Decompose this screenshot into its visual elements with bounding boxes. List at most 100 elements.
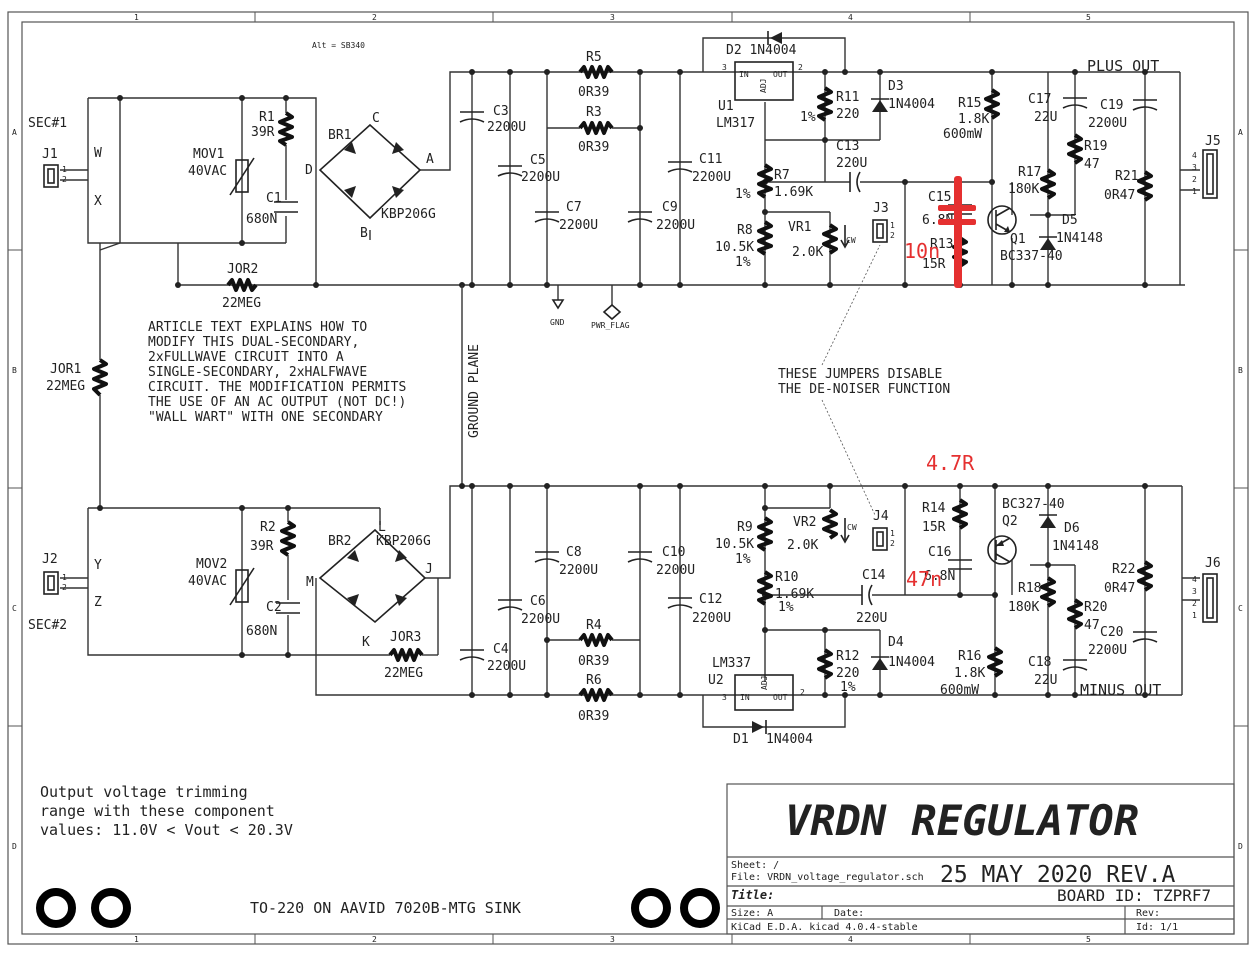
u1-in-pin: IN: [739, 70, 749, 79]
r14-resistor[interactable]: [952, 498, 968, 530]
col-label-2: 2: [372, 13, 377, 22]
r17-resistor[interactable]: [1040, 168, 1056, 200]
svg-text:SINGLE-SECONDARY, 2xHALFWAVE: SINGLE-SECONDARY, 2xHALFWAVE: [148, 365, 367, 380]
row-label-c: C: [12, 604, 17, 613]
jor3-resistor[interactable]: [388, 648, 424, 662]
r8-resistor[interactable]: [757, 220, 773, 256]
j6-pin-3: 3: [1192, 587, 1197, 596]
jor2-resistor[interactable]: [226, 278, 258, 292]
c13-capacitor[interactable]: [849, 171, 861, 193]
br2-bridge[interactable]: [318, 528, 427, 624]
r20-resistor[interactable]: [1067, 598, 1083, 630]
r12-resistor[interactable]: [817, 648, 833, 680]
c1-capacitor[interactable]: [274, 201, 298, 213]
vr2-potentiometer[interactable]: [822, 508, 850, 544]
mounting-hole-left-2: [91, 888, 131, 928]
j1-connector[interactable]: 1 2: [43, 164, 67, 188]
c8-capacitor[interactable]: [534, 551, 560, 563]
r21-value: 0R47: [1104, 188, 1135, 203]
c16-capacitor[interactable]: [948, 559, 972, 570]
row-label-d-right: D: [1238, 842, 1243, 851]
j2-connector[interactable]: 1 2: [43, 571, 67, 595]
d4-value: 1N4004: [888, 655, 935, 670]
col-label-1: 1: [134, 13, 139, 22]
d4-diode[interactable]: [871, 656, 889, 670]
svg-text:"WALL WART" WITH ONE SECONDARY: "WALL WART" WITH ONE SECONDARY: [148, 410, 383, 425]
r10-tolerance: 1%: [778, 600, 794, 615]
u1-out-pin: OUT: [773, 70, 788, 79]
r10-resistor[interactable]: [757, 570, 773, 606]
r13-resistor[interactable]: [952, 236, 968, 268]
c20-capacitor[interactable]: [1132, 631, 1158, 643]
sec1-label: SEC#1: [28, 116, 67, 131]
u1-regulator[interactable]: IN OUT ADJ 3 2: [722, 61, 803, 101]
c12-ref: C12: [699, 592, 722, 607]
c13-value: 220U: [836, 156, 867, 171]
d5-diode[interactable]: [1039, 236, 1057, 250]
r22-resistor[interactable]: [1137, 560, 1153, 592]
minus-out-label: MINUS OUT: [1080, 681, 1161, 699]
r11-tolerance: 1%: [800, 110, 816, 125]
c11-capacitor[interactable]: [667, 161, 693, 173]
r9-resistor[interactable]: [757, 516, 773, 552]
c5-capacitor[interactable]: [497, 165, 523, 177]
r9-value: 10.5K: [715, 537, 754, 552]
c3-capacitor[interactable]: [459, 111, 485, 123]
c17-capacitor[interactable]: [1062, 97, 1088, 109]
c18-capacitor[interactable]: [1062, 659, 1088, 671]
q1-part: BC337-40: [1000, 249, 1063, 264]
c2-capacitor[interactable]: [276, 602, 300, 614]
j6-connector[interactable]: 4 3 2 1: [1192, 573, 1218, 623]
c9-capacitor[interactable]: [627, 211, 653, 223]
jor1-resistor[interactable]: [92, 358, 108, 397]
r21-resistor[interactable]: [1137, 170, 1153, 202]
r5-resistor[interactable]: [578, 65, 614, 79]
c2-ref: C2: [266, 600, 282, 615]
d1-ref: D1: [733, 732, 749, 747]
br1-part: KBP206G: [381, 207, 436, 222]
c19-capacitor[interactable]: [1132, 99, 1158, 111]
r15-power: 600mW: [943, 127, 982, 142]
jumpers-note: THESE JUMPERS DISABLE THE DE-NOISER FUNC…: [778, 244, 950, 516]
row-label-b-right: B: [1238, 366, 1243, 375]
br1-bridge[interactable]: [318, 123, 422, 220]
r2-resistor[interactable]: [280, 520, 296, 557]
col-label-2-bottom: 2: [372, 935, 377, 944]
r18-resistor[interactable]: [1040, 576, 1056, 608]
q1-transistor[interactable]: [987, 205, 1017, 235]
d1-diode[interactable]: [752, 720, 767, 734]
r1-resistor[interactable]: [278, 111, 294, 147]
r15-resistor[interactable]: [984, 88, 1000, 120]
c14-capacitor[interactable]: [861, 584, 873, 606]
r11-resistor[interactable]: [817, 86, 833, 122]
r16-resistor[interactable]: [987, 646, 1003, 678]
j6-pin-1: 1: [1192, 611, 1197, 620]
j3-jumper[interactable]: 1 2: [872, 219, 895, 243]
mov1-varistor[interactable]: [229, 157, 255, 196]
c7-capacitor[interactable]: [534, 211, 560, 223]
d2-diode[interactable]: [767, 31, 782, 45]
r19-resistor[interactable]: [1067, 133, 1083, 165]
j4-jumper[interactable]: 1 2: [872, 527, 895, 551]
r7-resistor[interactable]: [757, 163, 773, 199]
r4-ref: R4: [586, 618, 602, 633]
node-a-label: A: [426, 152, 434, 167]
j5-connector[interactable]: 4 3 2 1: [1192, 149, 1218, 199]
r3-resistor[interactable]: [578, 121, 614, 135]
bottom-junctions: [97, 483, 1148, 698]
d3-diode[interactable]: [871, 98, 889, 112]
r11-value: 220: [836, 107, 859, 122]
c6-capacitor[interactable]: [497, 599, 523, 611]
vr1-potentiometer[interactable]: [822, 223, 850, 255]
u2-regulator[interactable]: IN OUT ADJ 3 2: [722, 674, 805, 711]
r6-resistor[interactable]: [578, 688, 614, 702]
c12-capacitor[interactable]: [667, 597, 693, 609]
title-label: Title:: [731, 888, 774, 902]
c4-capacitor[interactable]: [459, 649, 485, 661]
q2-transistor[interactable]: [987, 535, 1017, 565]
d6-diode[interactable]: [1039, 514, 1057, 528]
r7-ref: R7: [774, 168, 790, 183]
r4-resistor[interactable]: [578, 633, 614, 647]
c10-capacitor[interactable]: [627, 551, 653, 563]
mov2-varistor[interactable]: [229, 567, 255, 606]
